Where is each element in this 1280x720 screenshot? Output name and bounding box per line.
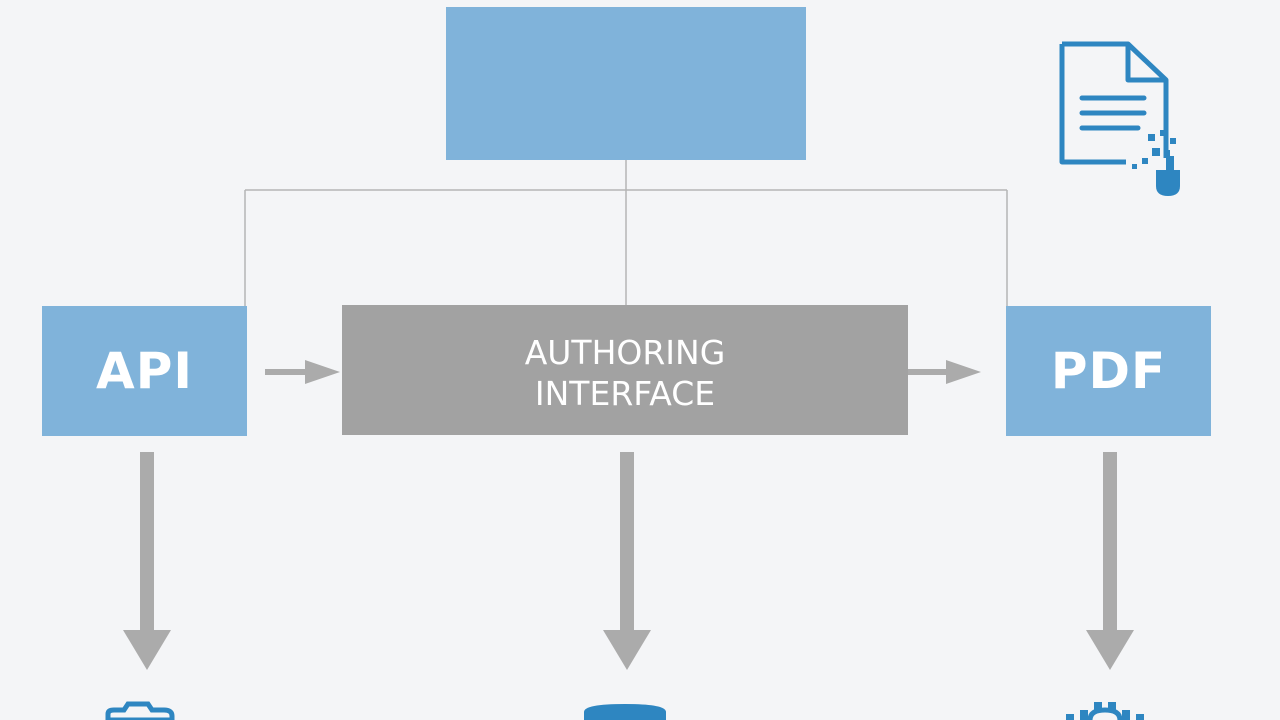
- arrow-api-down-shaft: [140, 452, 154, 632]
- arrow-pdf-down-shaft: [1103, 452, 1117, 632]
- pdf-label: PDF: [1050, 342, 1167, 400]
- gear-icon: [105, 701, 175, 720]
- document-edit-icon: [1059, 41, 1180, 196]
- top-box: [446, 7, 806, 160]
- arrow-authoring-to-pdf-head: [946, 360, 981, 384]
- api-label: API: [96, 342, 193, 400]
- arrow-authoring-down-head: [603, 630, 651, 670]
- authoring-label-line1: AUTHORING: [524, 333, 726, 372]
- pdf-box: PDF: [1006, 306, 1211, 436]
- authoring-label-line2: INTERFACE: [534, 374, 716, 413]
- arrow-api-down-head: [123, 630, 171, 670]
- arrow-api-to-authoring-shaft: [265, 369, 311, 375]
- arrow-authoring-to-pdf-shaft: [908, 369, 952, 375]
- arrow-api-to-authoring-head: [305, 360, 340, 384]
- arrow-authoring-down-shaft: [620, 452, 634, 632]
- database-icon: [584, 704, 666, 720]
- arrow-pdf-down-head: [1086, 630, 1134, 670]
- authoring-interface-box: AUTHORING INTERFACE: [342, 305, 908, 435]
- authoring-interface-label: AUTHORING INTERFACE: [525, 332, 726, 414]
- cog-icon: [1066, 702, 1144, 720]
- api-box: API: [42, 306, 247, 436]
